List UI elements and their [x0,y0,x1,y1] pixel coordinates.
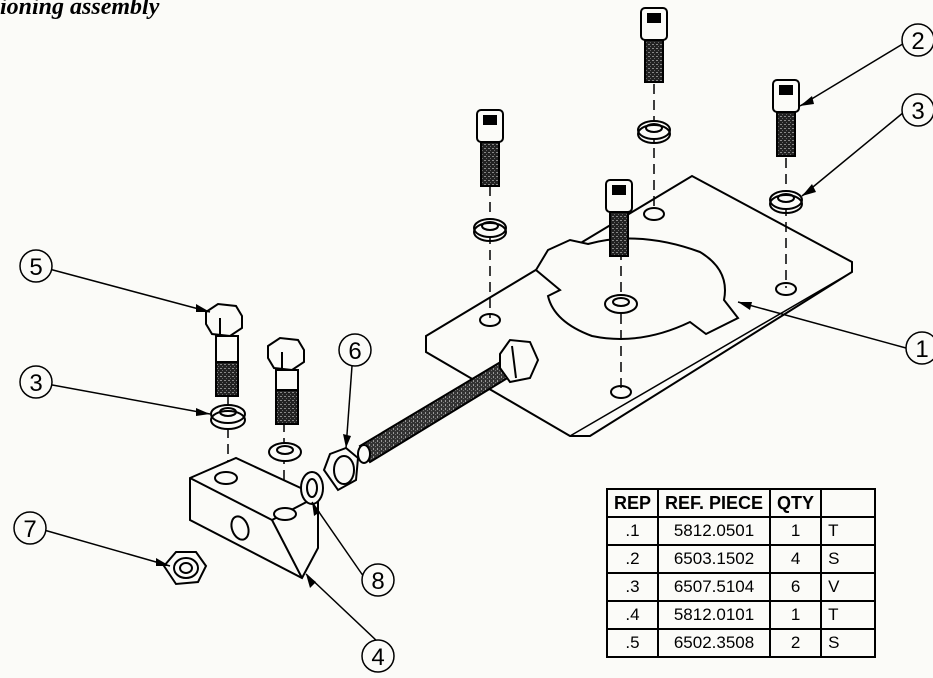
washer [604,294,638,314]
callout-5: 5 [19,249,53,283]
col-rep: REP [605,488,660,518]
cell-qty: 1 [769,600,823,630]
cell-qty: 4 [769,544,823,574]
hex-bolt [205,302,243,397]
cell-desc: S [820,628,877,658]
cell-desc: V [820,572,877,602]
parts-table-header: REP REF. PIECE QTY [605,488,877,518]
svg-text:5: 5 [29,254,42,281]
cell-rep: .1 [605,516,660,546]
table-row: .2 6503.1502 4 S [605,544,877,574]
svg-text:2: 2 [911,28,924,55]
callout-7: 7 [13,511,47,545]
threaded-rod [357,338,540,464]
callout-2: 2 [901,23,933,57]
svg-text:3: 3 [29,370,42,397]
cell-desc: S [820,544,877,574]
svg-text:8: 8 [371,568,384,595]
cell-qty: 6 [769,572,823,602]
cell-ref: 6507.5104 [657,572,772,602]
cell-rep: .5 [605,628,660,658]
table-row: .3 6507.5104 6 V [605,572,877,602]
washer [210,404,246,430]
leader-arrowheads [156,96,816,588]
col-ref-piece: REF. PIECE [657,488,772,518]
col-description [820,488,877,518]
cap-screw [640,7,668,83]
cell-ref: 5812.0501 [657,516,772,546]
svg-text:3: 3 [911,98,924,125]
drawing-title: ioning assembly [0,0,160,20]
cell-desc: T [820,600,877,630]
cell-qty: 1 [769,516,823,546]
cell-rep: .2 [605,544,660,574]
cell-rep: .4 [605,600,660,630]
cap-screw [772,79,800,157]
svg-text:1: 1 [915,336,928,363]
callout-3-lower: 3 [19,365,53,399]
cell-ref: 5812.0101 [657,600,772,630]
washer [268,442,302,462]
cell-qty: 2 [769,628,823,658]
callout-6: 6 [338,333,372,367]
table-row: .4 5812.0101 1 T [605,600,877,630]
svg-text:4: 4 [371,644,384,671]
cell-rep: .3 [605,572,660,602]
lock-washer [300,471,324,505]
col-qty: QTY [769,488,823,518]
callout-4: 4 [361,639,395,673]
cell-ref: 6503.1502 [657,544,772,574]
hex-bolt [267,336,305,425]
cell-desc: T [820,516,877,546]
table-row: .1 5812.0501 1 T [605,516,877,546]
svg-text:7: 7 [23,516,36,543]
washer [769,190,803,214]
cap-screw [476,109,504,187]
cap-screw [605,179,633,257]
parts-table: REP REF. PIECE QTY .1 5812.0501 1 T .2 6… [605,488,877,658]
nut-left [162,551,208,586]
cell-ref: 6502.3508 [657,628,772,658]
svg-text:6: 6 [348,338,361,365]
table-row: .5 6502.3508 2 S [605,628,877,658]
washer [637,120,671,144]
clamp-block [189,456,319,580]
nut-right [322,446,360,492]
callout-1: 1 [905,331,933,365]
washer [473,218,507,242]
callout-3-upper: 3 [901,93,933,127]
callout-8: 8 [361,563,395,597]
leader-lines [35,41,907,643]
